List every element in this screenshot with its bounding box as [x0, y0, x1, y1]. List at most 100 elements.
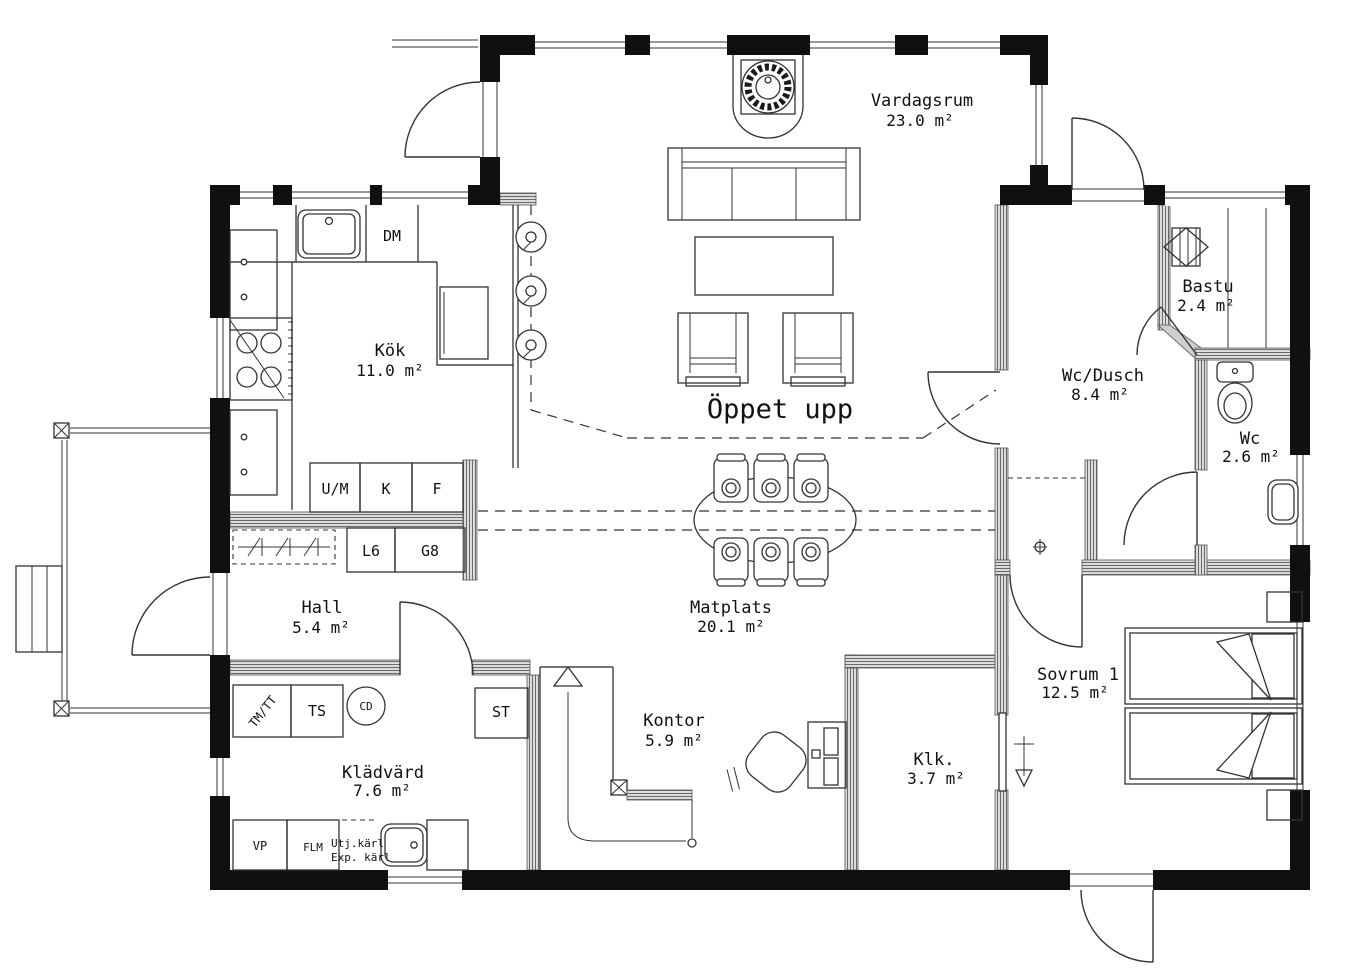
wall-sink: [1267, 479, 1299, 525]
bar-stool: [515, 329, 547, 361]
flm-unit: [286, 819, 340, 871]
room-label-kontor: Kontor: [643, 711, 704, 731]
upper-cabinet-f: [411, 462, 464, 513]
room-area-wcdusch: 8.4 m²: [1071, 385, 1129, 404]
room-area-kontor: 5.9 m²: [645, 731, 703, 750]
room-area-kok: 11.0 m²: [356, 361, 423, 380]
label-flm: FLM: [303, 841, 323, 854]
fireplace: [732, 55, 804, 139]
interior-walls: [229, 192, 1311, 871]
wc-door: [1123, 471, 1198, 546]
terrace-edge: [392, 39, 478, 48]
wcdusch-door: [927, 371, 1001, 445]
sofa: [667, 147, 861, 221]
livingroom-door-opening: [479, 82, 501, 157]
dining-chair: [793, 453, 829, 503]
room-label-hall: Hall: [302, 598, 343, 618]
room-label-wc: Wc: [1240, 429, 1260, 449]
bed: [1124, 707, 1303, 785]
bathroom-fixtures: [1008, 208, 1299, 555]
room-label-vardagsrum: Vardagsrum: [871, 91, 973, 111]
cabinet-st: [474, 687, 529, 739]
dryer-ts: [290, 684, 344, 738]
window: [535, 34, 625, 56]
cd-unit: [346, 686, 386, 726]
office-chair: [726, 731, 807, 793]
sauna-heater: [1163, 227, 1209, 267]
room-area-klk: 3.7 m²: [907, 769, 965, 788]
closet-room: [998, 712, 1034, 792]
laundry-sink: [380, 823, 428, 867]
dining-chair: [713, 453, 749, 503]
window: [650, 34, 727, 56]
label-k: K: [381, 480, 390, 498]
label-um: U/M: [321, 480, 348, 498]
room-label-kladvard: Klädvärd: [342, 763, 424, 783]
wcdusch-hall-opening: [1072, 184, 1144, 206]
window: [1165, 184, 1285, 206]
dining-chair: [713, 537, 749, 587]
bedroom-exterior-door: [1080, 889, 1154, 963]
window: [382, 184, 468, 206]
floor-drain: [1033, 539, 1047, 555]
bed: [1124, 627, 1303, 705]
kitchen-sink: [297, 209, 361, 259]
open-above-edge: [478, 510, 995, 531]
entry-door-opening: [209, 573, 231, 655]
label-l6: L6: [362, 542, 380, 560]
window: [209, 318, 231, 398]
armchair: [782, 312, 854, 387]
kitchen: [229, 205, 547, 513]
window: [1289, 622, 1311, 790]
office-desk: [807, 721, 847, 789]
room-label-klk: Klk.: [914, 750, 955, 770]
window: [240, 184, 273, 206]
dining-chair: [793, 537, 829, 587]
label-ts: TS: [308, 702, 326, 720]
nightstand: [1266, 789, 1303, 821]
kitchen-cabinet: [229, 229, 278, 331]
kitchen-cabinet: [229, 409, 278, 496]
stair-up: [539, 665, 697, 870]
livingroom-terrace-door: [404, 81, 481, 158]
bedroom-door-opening: [1070, 869, 1153, 891]
sauna-benches: [1227, 208, 1267, 348]
doors: [131, 81, 1198, 963]
dining-chair: [753, 537, 789, 587]
open-above-label: Öppet upp: [707, 393, 853, 425]
room-label-bastu: Bastu: [1182, 277, 1233, 297]
room-area-bastu: 2.4 m²: [1177, 296, 1235, 315]
label-g8: G8: [421, 542, 439, 560]
toilet: [1216, 361, 1254, 424]
kitchen-peninsula: [436, 262, 513, 366]
laundry: [232, 684, 529, 871]
window: [810, 34, 895, 56]
kladvard-door: [399, 601, 474, 676]
bar-stool: [515, 221, 547, 253]
window: [388, 869, 462, 891]
cabinet-g8: [394, 527, 466, 573]
window: [292, 184, 370, 206]
bar-stool: [515, 275, 547, 307]
coffee-table: [694, 236, 834, 296]
stove: [229, 317, 293, 401]
room-area-matplats: 20.1 m²: [697, 617, 764, 636]
window: [209, 758, 231, 796]
label-exp-karl: Exp. kärl: [331, 851, 391, 864]
room-label-matplats: Matplats: [690, 598, 772, 618]
room-label-sovrum1: Sovrum 1: [1037, 665, 1119, 685]
label-f: F: [432, 480, 441, 498]
room-label-kok: Kök: [375, 341, 406, 361]
label-dishwasher: DM: [383, 227, 401, 245]
room-area-vardagsrum: 23.0 m²: [886, 111, 953, 130]
nightstand: [1266, 591, 1303, 623]
label-vp: VP: [253, 839, 267, 853]
beds: [1124, 591, 1303, 821]
hall-closet: [232, 529, 336, 565]
entry-porch: [15, 422, 210, 717]
wcdusch-hall-door: [1071, 117, 1145, 191]
open-above-dashes: [530, 205, 997, 439]
dining-chair: [753, 453, 789, 503]
